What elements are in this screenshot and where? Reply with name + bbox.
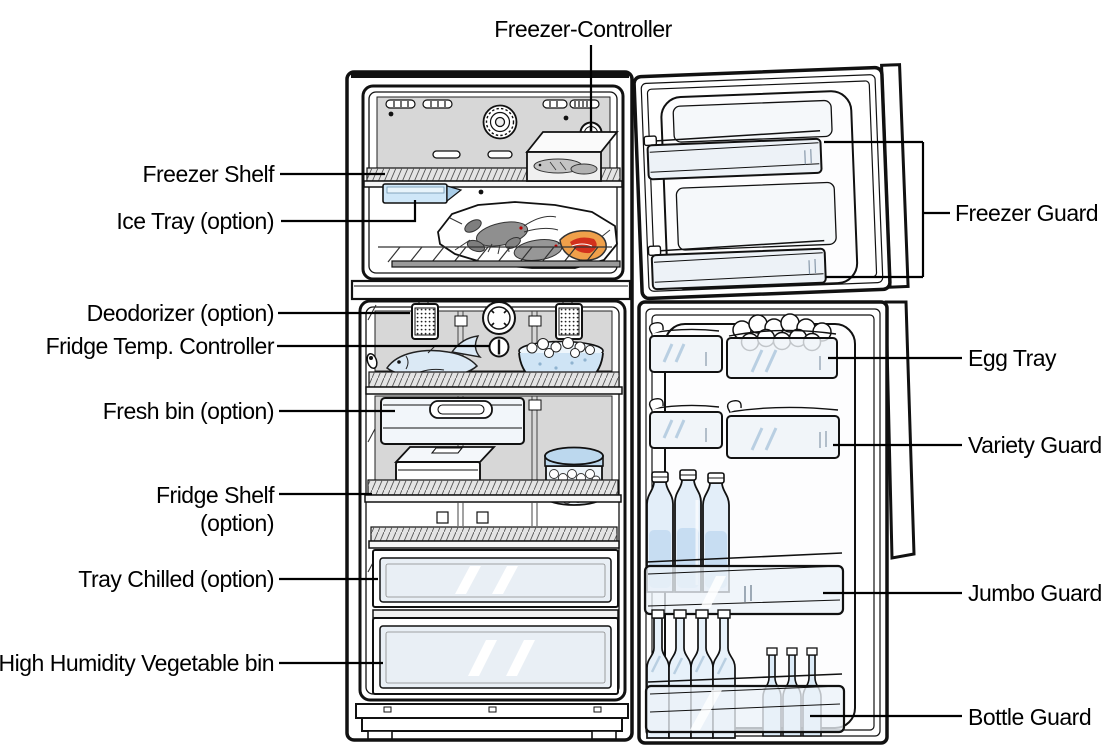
label-freezer-shelf: Freezer Shelf [142,161,274,187]
fridge-door [637,300,916,745]
label-tray-chilled: Tray Chilled (option) [78,566,274,592]
freezer-vents [385,99,600,109]
label-variety-guard: Variety Guard [968,432,1102,458]
bottle-guard-drawing [644,673,846,734]
label-freezer-guard: Freezer Guard [955,200,1099,226]
door-bin-small [648,397,723,449]
deodorizer-unit [555,301,583,340]
fresh-bin-drawing [380,397,525,445]
label-fridge-temp-controller: Fridge Temp. Controller [45,333,275,359]
label-fridge-shelf: Fridge Shelf (option) [155,481,275,537]
label-fridge-shelf-line1: Fridge Shelf [155,482,275,508]
leader-lines [277,45,962,718]
fridge-top-shelf [365,371,623,395]
frozen-food-box [525,131,619,182]
freezer-guard-lower [647,239,827,291]
freezer-compartment [361,84,625,281]
jumbo-guard-drawing [643,552,845,616]
label-freezer-controller: Freezer-Controller [494,16,672,42]
tray-chilled-drawing [372,549,619,608]
cabinet-base [355,703,629,740]
label-fresh-bin: Fresh bin (option) [102,398,275,424]
label-fridge-shelf-line2: (option) [200,510,274,536]
freezer-fan [482,104,518,140]
fridge-vent [482,301,516,335]
variety-guard-drawing [726,399,840,459]
label-jumbo-guard: Jumbo Guard [968,580,1102,606]
label-high-humidity-vegetable-bin: High Humidity Vegetable bin [0,650,275,676]
egg-tray-drawing [726,313,838,379]
label-bottle-guard: Bottle Guard [968,704,1092,730]
freezer-wire-rack [378,246,621,268]
fridge-compartment [358,299,627,702]
refrigerator-cabinet [345,70,634,742]
fridge-shelf-drawing [364,479,622,503]
fridge-temp-controller-dial [488,336,510,358]
door-bin-small [648,321,723,373]
deodorizer-unit [411,301,439,340]
door-catch [366,352,378,370]
label-egg-tray: Egg Tray [968,345,1057,371]
freezer-door [632,63,910,301]
leader-freezer-guard-bracket [824,140,950,279]
label-ice-tray: Ice Tray (option) [116,208,274,234]
leader-ice-tray [281,200,417,223]
chilled-tray-shelf [368,526,620,549]
label-deodorizer: Deodorizer (option) [86,300,275,326]
vegetable-bin-drawing [372,609,619,695]
compartment-divider [350,279,632,301]
freezer-guard-upper [643,129,823,181]
